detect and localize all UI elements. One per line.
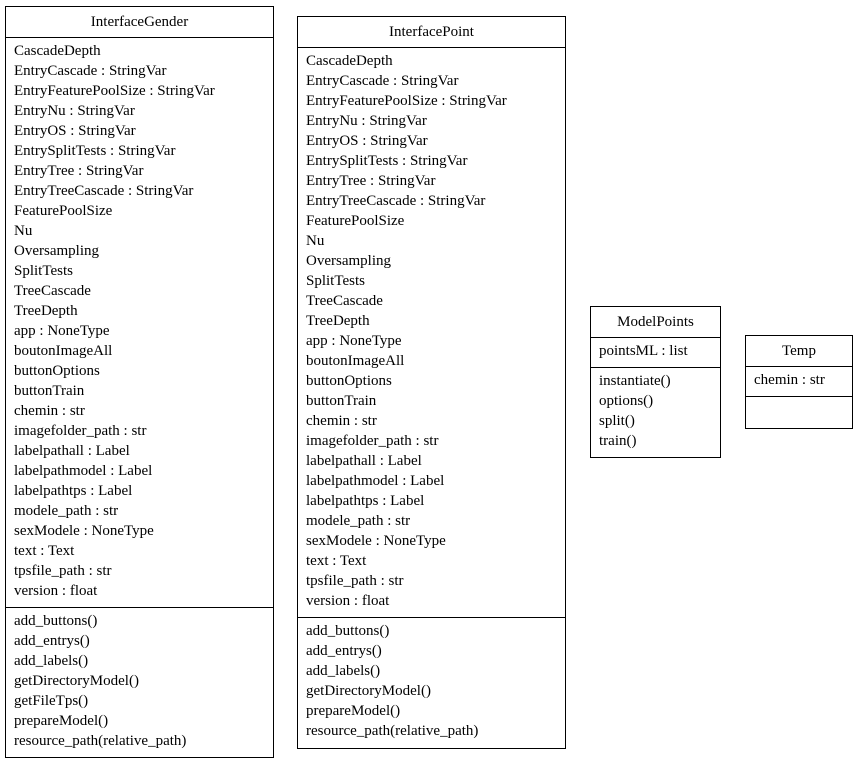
attribute: SplitTests <box>306 273 365 289</box>
methods-section: instantiate() options() split() train() <box>591 367 720 457</box>
methods-section <box>746 396 852 417</box>
attribute: EntryCascade : StringVar <box>14 63 167 79</box>
attribute: labelpathall : Label <box>14 443 130 459</box>
attribute: EntryFeaturePoolSize : StringVar <box>306 93 507 109</box>
attribute: version : float <box>306 593 390 609</box>
attribute: CascadeDepth <box>14 43 101 59</box>
attribute: labelpathmodel : Label <box>306 473 445 489</box>
attribute: EntryTreeCascade : StringVar <box>306 193 486 209</box>
attribute: EntryTree : StringVar <box>306 173 436 189</box>
attribute: EntryTree : StringVar <box>14 163 144 179</box>
method: add_entrys() <box>14 633 90 649</box>
attribute: sexModele : NoneType <box>306 533 446 549</box>
attribute: TreeCascade <box>306 293 383 309</box>
attribute: EntryOS : StringVar <box>14 123 136 139</box>
attribute: imagefolder_path : str <box>306 433 439 449</box>
class-box-modelpoints: ModelPoints pointsML : list instantiate(… <box>590 306 721 458</box>
attribute: text : Text <box>306 553 367 569</box>
attribute: buttonTrain <box>14 383 85 399</box>
attribute: Oversampling <box>306 253 391 269</box>
attribute: modele_path : str <box>14 503 119 519</box>
attribute: modele_path : str <box>306 513 411 529</box>
attribute: SplitTests <box>14 263 73 279</box>
attribute: buttonTrain <box>306 393 377 409</box>
attribute: EntryNu : StringVar <box>306 113 427 129</box>
attribute: buttonOptions <box>14 363 100 379</box>
attribute: text : Text <box>14 543 75 559</box>
class-name: Temp <box>782 343 816 359</box>
method: prepareModel() <box>14 713 109 729</box>
attribute: boutonImageAll <box>14 343 113 359</box>
attribute: app : NoneType <box>14 323 110 339</box>
attribute: TreeDepth <box>14 303 78 319</box>
attribute: Nu <box>14 223 33 239</box>
attribute: TreeDepth <box>306 313 370 329</box>
attributes-section: chemin : str <box>746 366 852 396</box>
method: prepareModel() <box>306 703 401 719</box>
attribute: labelpathtps : Label <box>306 493 425 509</box>
method: getDirectoryModel() <box>14 673 139 689</box>
attribute: labelpathall : Label <box>306 453 422 469</box>
class-name: InterfaceGender <box>90 14 189 30</box>
method: add_entrys() <box>306 643 382 659</box>
attribute: EntryOS : StringVar <box>306 133 428 149</box>
attribute: labelpathmodel : Label <box>14 463 153 479</box>
attribute: Oversampling <box>14 243 99 259</box>
method: resource_path(relative_path) <box>306 723 479 739</box>
attribute: FeaturePoolSize <box>14 203 113 219</box>
attribute: pointsML : list <box>599 343 688 359</box>
methods-section: add_buttons() add_entrys() add_labels()get… <box>298 617 565 747</box>
attribute: EntryFeaturePoolSize : StringVar <box>14 83 215 99</box>
class-name: InterfacePoint <box>389 24 474 40</box>
methods-section: add_buttons() add_entrys() add_labels()get… <box>6 607 273 757</box>
attribute: chemin : str <box>754 372 825 388</box>
method: resource_path(relative_path) <box>14 733 187 749</box>
class-box-temp: Temp chemin : str <box>745 335 853 429</box>
attribute: chemin : str <box>306 413 377 429</box>
attribute: app : NoneType <box>306 333 402 349</box>
attribute: buttonOptions <box>306 373 392 389</box>
attribute: boutonImageAll <box>306 353 405 369</box>
method: add_labels() <box>14 653 89 669</box>
attribute: EntrySplitTests : StringVar <box>306 153 468 169</box>
attribute: Nu <box>306 233 325 249</box>
method: getDirectoryModel() <box>306 683 431 699</box>
class-name: ModelPoints <box>617 314 694 330</box>
attribute: EntryTreeCascade : StringVar <box>14 183 194 199</box>
method: options() <box>599 393 654 409</box>
method: add_buttons() <box>306 623 390 639</box>
method: add_labels() <box>306 663 381 679</box>
attribute: imagefolder_path : str <box>14 423 147 439</box>
attribute: tpsfile_path : str <box>14 563 112 579</box>
attribute: CascadeDepth <box>306 53 393 69</box>
attribute: labelpathtps : Label <box>14 483 133 499</box>
attributes-section: pointsML : list <box>591 337 720 367</box>
method: add_buttons() <box>14 613 98 629</box>
attribute: EntryNu : StringVar <box>14 103 135 119</box>
attribute: tpsfile_path : str <box>306 573 404 589</box>
method: getFileTps() <box>14 693 89 709</box>
attribute: EntryCascade : StringVar <box>306 73 459 89</box>
attribute: FeaturePoolSize <box>306 213 405 229</box>
attribute: version : float <box>14 583 98 599</box>
attribute: TreeCascade <box>14 283 91 299</box>
attribute: EntrySplitTests : StringVar <box>14 143 176 159</box>
attribute: chemin : str <box>14 403 85 419</box>
method: instantiate() <box>599 373 671 389</box>
method: split() <box>599 413 635 429</box>
attribute: sexModele : NoneType <box>14 523 154 539</box>
method: train() <box>599 433 637 449</box>
